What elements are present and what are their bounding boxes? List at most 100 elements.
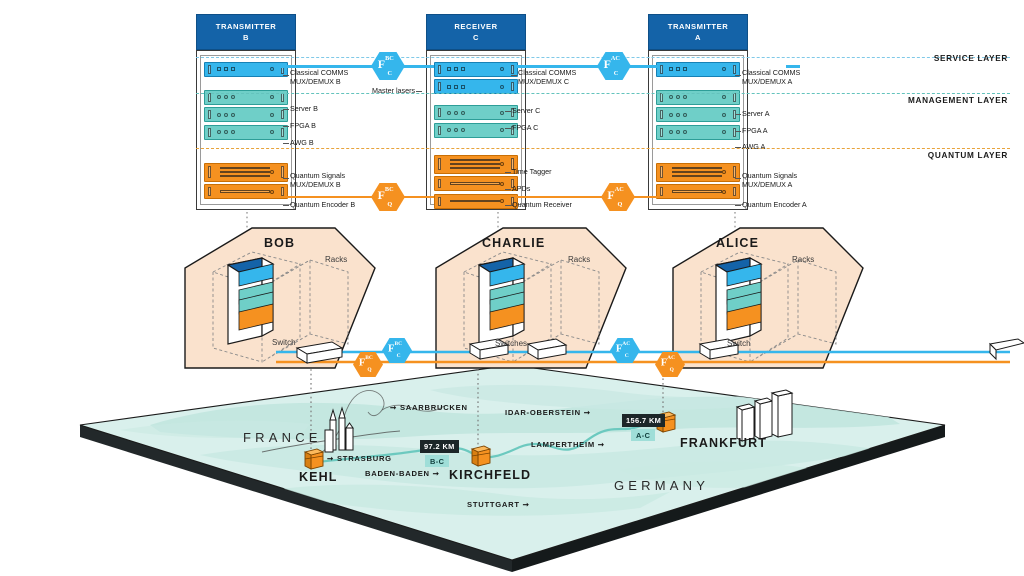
rack-unit-fpga-b[interactable] bbox=[204, 107, 288, 122]
hex-badge-trunk-f-ac-c[interactable]: FACC bbox=[610, 338, 640, 363]
skyline-strasburg bbox=[324, 406, 354, 453]
link-badge-b-c: B-C bbox=[425, 455, 450, 467]
skyline-frankfurt bbox=[735, 389, 794, 442]
rack-unit-quantum-signals-b[interactable] bbox=[204, 162, 288, 182]
map-city-kehl[interactable]: KEHL bbox=[299, 470, 338, 484]
room-switch-label-charlie: Switches bbox=[495, 339, 528, 348]
rack-ear-icon bbox=[281, 127, 284, 137]
rack-unit-quantum-signals-a[interactable] bbox=[656, 162, 740, 182]
layer-label-service: SERVICE LAYER bbox=[933, 54, 1008, 63]
label-quantum-signals-b: Quantum Signals MUX/DEMUX B bbox=[282, 171, 346, 190]
hex-sup: AC bbox=[614, 186, 624, 194]
room-racks-label-charlie: Racks bbox=[568, 255, 591, 264]
hex-sub: C bbox=[613, 69, 619, 77]
layer-label-management: MANAGEMENT LAYER bbox=[907, 96, 1008, 105]
link-quantum-bc-right bbox=[404, 196, 434, 199]
hex-badge-f-ac-q[interactable]: FACQ bbox=[601, 183, 635, 211]
map-node-kirchfeld bbox=[470, 445, 492, 467]
rack-ear-icon bbox=[660, 166, 663, 178]
ref-city-label: STUTTGART bbox=[467, 500, 520, 509]
rack-unit-time-tagger-c[interactable] bbox=[434, 154, 518, 174]
label-classical-comms-c: Classical COMMS MUX/DEMUX C bbox=[510, 68, 576, 87]
label-time-tagger-c: Time Tagger bbox=[505, 167, 552, 176]
rack-ear-icon bbox=[660, 187, 663, 196]
rack-ear-icon bbox=[438, 108, 441, 117]
label-server-b: Server B bbox=[283, 104, 318, 113]
rack-unit-classical-comms-c[interactable] bbox=[434, 61, 518, 77]
label-quantum-encoder-a: Quantum Encoder A bbox=[735, 200, 807, 209]
hex-base: F bbox=[615, 343, 623, 355]
rack-unit-quantum-encoder-b[interactable] bbox=[204, 184, 288, 199]
rack-unit-server-a[interactable] bbox=[656, 89, 740, 105]
hex-base: F bbox=[377, 57, 386, 72]
rack-unit-classical-comms-a[interactable] bbox=[656, 61, 740, 77]
room-name-charlie: CHARLIE bbox=[482, 236, 546, 250]
hexagon-shape-icon bbox=[601, 183, 635, 211]
rack-led-icon bbox=[500, 162, 504, 166]
rack-unit-awg-a[interactable] bbox=[656, 124, 740, 140]
rack-transmitter-a[interactable]: TRANSMITTER A bbox=[648, 14, 748, 210]
rack-unit-classical-comms-b[interactable] bbox=[204, 61, 288, 77]
hex-badge-trunk-f-bc-c[interactable]: FBCC bbox=[382, 338, 412, 363]
rack-receiver-c[interactable]: RECEIVER C bbox=[426, 14, 526, 210]
hex-badge-f-ac-c[interactable]: FACC bbox=[597, 52, 631, 80]
rack-ear-icon bbox=[660, 110, 663, 119]
rack-ear-icon bbox=[281, 187, 284, 196]
ref-city-label: IDAR-OBERSTEIN bbox=[505, 408, 581, 417]
hex-badge-f-bc-q[interactable]: FBCQ bbox=[371, 183, 405, 211]
hex-base: F bbox=[388, 343, 395, 355]
trunk-links bbox=[276, 350, 1010, 364]
rack-unit-awg-b[interactable] bbox=[204, 124, 288, 140]
rack-unit-server-b[interactable] bbox=[204, 89, 288, 105]
label-quantum-encoder-b: Quantum Encoder B bbox=[282, 200, 356, 209]
hex-sup: AC bbox=[610, 55, 620, 63]
rack-port-dots-icon bbox=[666, 95, 722, 99]
label-awg-b: AWG B bbox=[283, 138, 314, 147]
rack-led-icon bbox=[500, 181, 504, 186]
rack-bars-icon bbox=[444, 182, 500, 185]
rack-unit-quantum-encoder-a[interactable] bbox=[656, 184, 740, 199]
rack-header-line2: B bbox=[242, 33, 250, 42]
label-line1: Quantum Signals bbox=[290, 171, 346, 180]
room-name-bob: BOB bbox=[264, 236, 296, 250]
hex-badge-trunk-f-ac-q[interactable]: FACQ bbox=[655, 352, 685, 377]
rack-unit-quantum-receiver-c[interactable] bbox=[434, 193, 518, 209]
room-rack-bob bbox=[226, 256, 275, 345]
map-city-frankfurt[interactable]: FRANKFURT bbox=[680, 436, 767, 450]
map-country-germany: GERMANY bbox=[614, 478, 710, 493]
link-badge-a-c: A-C bbox=[631, 429, 656, 441]
hex-badge-f-bc-c[interactable]: FBCC bbox=[371, 52, 405, 80]
rack-unit-fpga-c[interactable] bbox=[434, 122, 518, 138]
rack-unit-server-c[interactable] bbox=[434, 105, 518, 120]
rack-led-icon bbox=[500, 84, 504, 89]
rack-ear-icon bbox=[511, 108, 514, 117]
arrow-right-icon: ➞ bbox=[429, 469, 440, 478]
map-ref-saarbrucken: ➞ SAARBRUCKEN bbox=[390, 403, 468, 412]
rack-unit-master-lasers-c[interactable] bbox=[434, 79, 518, 94]
map-node-kehl bbox=[303, 448, 325, 470]
label-line2: MUX/DEMUX B bbox=[290, 180, 341, 190]
rack-unit-apds-c[interactable] bbox=[434, 176, 518, 191]
label-fpga-c: FPGA C bbox=[504, 123, 539, 132]
rack-ear-icon bbox=[511, 179, 514, 188]
rack-port-dots-icon bbox=[444, 67, 500, 71]
map-platform bbox=[79, 364, 946, 572]
rack-led-icon bbox=[270, 130, 274, 134]
rack-led-icon bbox=[500, 67, 504, 71]
rack-ear-icon bbox=[438, 64, 441, 74]
hex-sup: BC bbox=[365, 354, 373, 361]
hex-badge-trunk-f-bc-q[interactable]: FBCQ bbox=[353, 352, 383, 377]
rack-body-transmitter-a bbox=[648, 50, 748, 210]
map-city-kirchfeld[interactable]: KIRCHFELD bbox=[449, 468, 532, 482]
rack-ear-icon bbox=[281, 110, 284, 119]
rack-unit-fpga-a[interactable] bbox=[656, 107, 740, 122]
label-fpga-a: FPGA A bbox=[735, 126, 768, 135]
rack-transmitter-b[interactable]: TRANSMITTER B bbox=[196, 14, 296, 210]
rack-header-line1: RECEIVER bbox=[454, 22, 498, 31]
hex-sub: Q bbox=[617, 200, 623, 208]
hex-sub: C bbox=[387, 69, 393, 77]
rack-header-receiver-c: RECEIVER C bbox=[426, 14, 526, 50]
hex-sub: C bbox=[396, 353, 401, 360]
rack-led-icon bbox=[500, 110, 504, 115]
label-classical-comms-a: Classical COMMS MUX/DEMUX A bbox=[734, 68, 800, 87]
